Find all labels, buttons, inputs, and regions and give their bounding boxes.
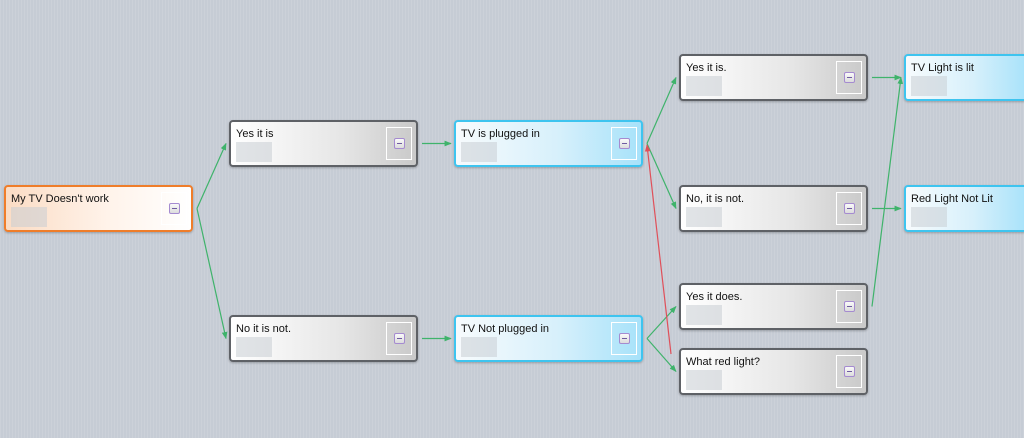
node-my-tv-doesnt-work[interactable]: My TV Doesn't work — [4, 185, 193, 232]
node-thumbnail-placeholder — [686, 305, 722, 325]
minus-icon — [621, 338, 627, 339]
minus-icon — [846, 77, 852, 78]
collapse-area — [611, 322, 637, 355]
minus-icon — [396, 143, 402, 144]
edge-root-to-no-it-is-not — [196, 208, 228, 340]
collapse-button[interactable] — [618, 333, 630, 344]
edge-tv-plugged-in-to-no-it-is-not-2 — [646, 143, 677, 210]
node-label: TV Not plugged in — [461, 323, 550, 335]
node-thumbnail-placeholder — [911, 76, 947, 96]
collapse-button[interactable] — [168, 203, 180, 214]
minus-icon — [846, 208, 852, 209]
node-label: No, it is not. — [686, 193, 745, 205]
node-no-it-is-not-2[interactable]: No, it is not. — [679, 185, 868, 232]
collapse-button[interactable] — [843, 366, 855, 377]
node-label: My TV Doesn't work — [11, 193, 109, 205]
node-label: No it is not. — [236, 323, 292, 335]
node-yes-it-is-dot[interactable]: Yes it is. — [679, 54, 868, 101]
node-yes-it-is[interactable]: Yes it is — [229, 120, 418, 167]
collapse-button[interactable] — [618, 138, 630, 149]
collapse-area — [161, 192, 187, 225]
collapse-button[interactable] — [393, 138, 405, 149]
node-label: Red Light Not Lit — [911, 193, 993, 205]
node-no-it-is-not[interactable]: No it is not. — [229, 315, 418, 362]
node-thumbnail-placeholder — [11, 207, 47, 227]
node-thumbnail-placeholder — [461, 142, 497, 162]
node-label: TV Light is lit — [911, 62, 974, 74]
collapse-button[interactable] — [393, 333, 405, 344]
collapse-button[interactable] — [843, 301, 855, 312]
node-thumbnail-placeholder — [236, 142, 272, 162]
collapse-area — [836, 355, 862, 388]
node-thumbnail-placeholder — [686, 76, 722, 96]
node-red-light-not-lit[interactable]: Red Light Not Lit — [904, 185, 1024, 232]
edge-yes-it-does-to-tv-light-lit — [871, 76, 904, 307]
edge-tv-not-plugged-in-to-yes-it-does — [646, 305, 677, 339]
node-label: What red light? — [686, 356, 760, 368]
edge-what-red-light-to-tv-plugged-in — [644, 144, 672, 355]
minus-icon — [171, 208, 177, 209]
node-tv-light-is-lit[interactable]: TV Light is lit — [904, 54, 1024, 101]
minus-icon — [396, 338, 402, 339]
edge-tv-not-plugged-in-to-what-red-light — [646, 338, 677, 373]
node-label: TV is plugged in — [461, 128, 540, 140]
collapse-area — [836, 192, 862, 225]
node-yes-it-does[interactable]: Yes it does. — [679, 283, 868, 330]
node-what-red-light[interactable]: What red light? — [679, 348, 868, 395]
minus-icon — [846, 306, 852, 307]
collapse-area — [386, 322, 412, 355]
collapse-button[interactable] — [843, 203, 855, 214]
node-thumbnail-placeholder — [686, 370, 722, 390]
node-label: Yes it is — [236, 128, 274, 140]
edge-tv-plugged-in-to-yes-it-is-dot — [646, 76, 677, 144]
collapse-area — [386, 127, 412, 160]
node-tv-is-plugged-in[interactable]: TV is plugged in — [454, 120, 643, 167]
collapse-button[interactable] — [843, 72, 855, 83]
node-label: Yes it is. — [686, 62, 727, 74]
node-tv-not-plugged-in[interactable]: TV Not plugged in — [454, 315, 643, 362]
edge-root-to-yes-it-is — [196, 142, 227, 209]
node-thumbnail-placeholder — [686, 207, 722, 227]
node-thumbnail-placeholder — [911, 207, 947, 227]
collapse-area — [611, 127, 637, 160]
collapse-area — [836, 61, 862, 94]
node-thumbnail-placeholder — [461, 337, 497, 357]
minus-icon — [621, 143, 627, 144]
node-thumbnail-placeholder — [236, 337, 272, 357]
minus-icon — [846, 371, 852, 372]
node-label: Yes it does. — [686, 291, 743, 303]
collapse-area — [836, 290, 862, 323]
